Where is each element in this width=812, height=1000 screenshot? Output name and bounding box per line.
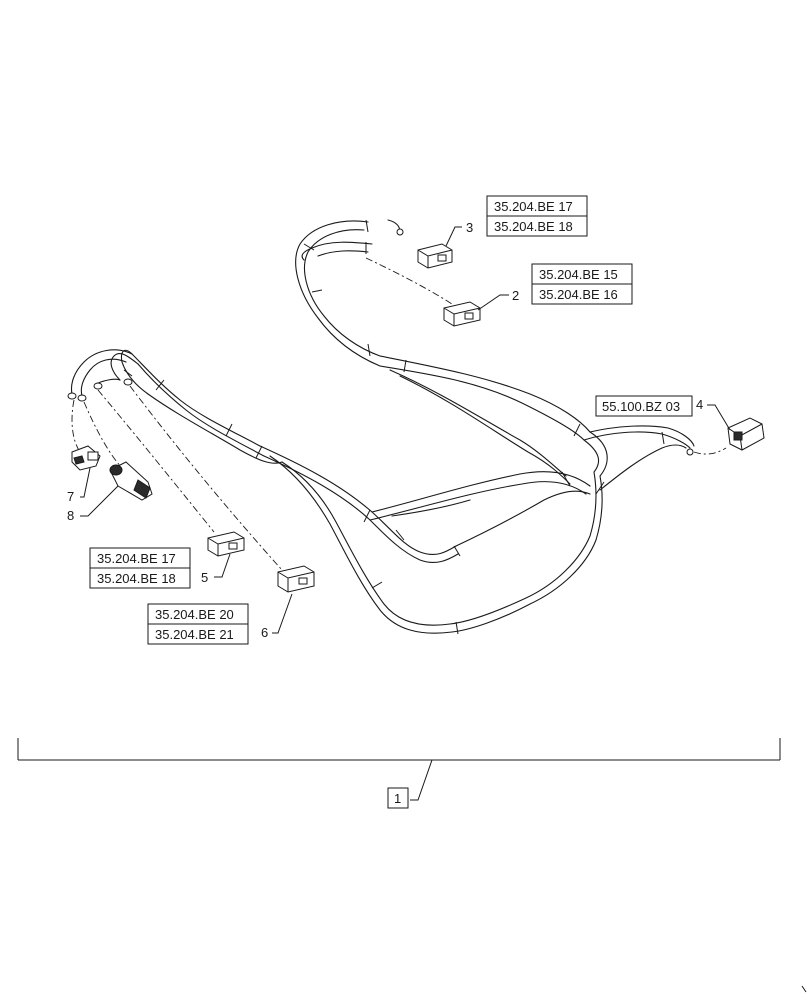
leader-lines	[80, 226, 731, 801]
connector-part-5	[207, 531, 245, 557]
reference-part-5-b[interactable]: 35.204.BE 18	[97, 571, 176, 586]
reference-box-part-6[interactable]: 35.204.BE 20 35.204.BE 21	[147, 603, 249, 645]
connector-part-2	[443, 301, 481, 327]
connector-part-8	[109, 461, 153, 501]
reference-part-4[interactable]: 55.100.BZ 03	[602, 399, 680, 414]
connector-part-6	[277, 565, 315, 593]
assembly-lines	[71, 257, 727, 571]
callout-5: 5	[201, 570, 208, 585]
reference-part-6-b[interactable]: 35.204.BE 21	[155, 627, 234, 642]
reference-part-3-b[interactable]: 35.204.BE 18	[494, 219, 573, 234]
reference-part-2-b[interactable]: 35.204.BE 16	[539, 287, 618, 302]
connector-part-3	[417, 243, 453, 269]
reference-part-6-a[interactable]: 35.204.BE 20	[155, 607, 234, 622]
harness-open-ends	[67, 228, 694, 456]
callout-7: 7	[67, 489, 74, 504]
reference-box-part-5[interactable]: 35.204.BE 17 35.204.BE 18	[89, 547, 191, 589]
reference-part-2-a[interactable]: 35.204.BE 15	[539, 267, 618, 282]
connector-part-4	[727, 417, 765, 451]
callout-6: 6	[261, 625, 268, 640]
callout-1-box[interactable]: 1	[387, 787, 409, 809]
reference-part-3-a[interactable]: 35.204.BE 17	[494, 199, 573, 214]
harness-bands	[123, 219, 665, 635]
reference-part-5-a[interactable]: 35.204.BE 17	[97, 551, 176, 566]
reference-box-part-4[interactable]: 55.100.BZ 03	[595, 395, 693, 417]
corner-mark	[801, 985, 807, 993]
connector-part-7	[71, 445, 101, 471]
callout-2: 2	[512, 288, 519, 303]
reference-box-part-2[interactable]: 35.204.BE 15 35.204.BE 16	[531, 263, 633, 305]
callout-3: 3	[466, 220, 473, 235]
reference-box-part-3[interactable]: 35.204.BE 17 35.204.BE 18	[486, 195, 588, 237]
callout-8: 8	[67, 508, 74, 523]
callout-1: 1	[394, 791, 401, 806]
wire-harness	[70, 219, 695, 634]
assembly-bracket	[17, 738, 781, 761]
callout-4: 4	[696, 397, 703, 412]
